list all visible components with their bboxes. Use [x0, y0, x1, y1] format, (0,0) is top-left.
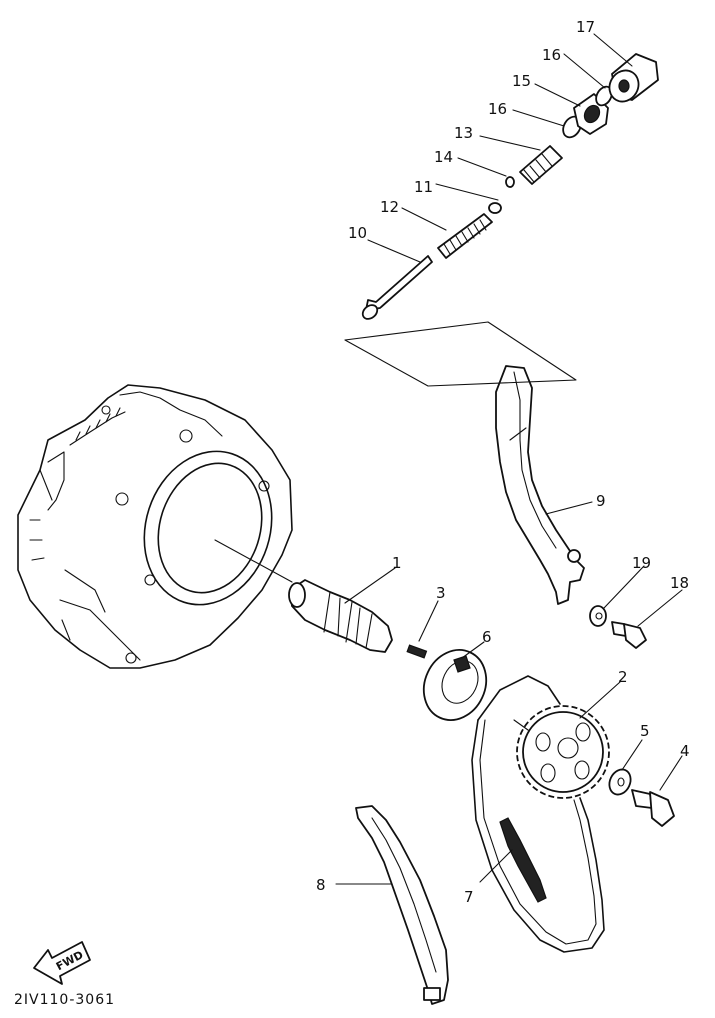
tensioner-rod — [361, 255, 433, 320]
callout-15: 15 — [512, 72, 531, 90]
assembly-reference-lines — [344, 321, 577, 387]
callout-1: 1 — [392, 554, 402, 572]
callout-3: 3 — [436, 584, 446, 602]
forward-direction-arrow: FWD — [33, 941, 91, 985]
tensioner-small-parts — [505, 145, 563, 188]
callout-19: 19 — [632, 554, 651, 572]
callout-13: 13 — [454, 124, 473, 142]
drawing-code: 2IV110-3061 — [14, 992, 115, 1008]
camshaft-sprocket-hub — [422, 649, 488, 721]
callout-5: 5 — [640, 722, 650, 740]
callout-4: 4 — [680, 742, 690, 760]
cam-sprocket — [516, 705, 610, 799]
cam-chain — [471, 675, 605, 953]
tensioner-bolt-washer — [589, 605, 647, 649]
callout-2: 2 — [618, 668, 628, 686]
callout-9: 9 — [596, 492, 606, 510]
camshaft — [214, 539, 428, 659]
callout-7: 7 — [464, 888, 474, 906]
callout-16-lower: 16 — [488, 100, 507, 118]
callout-8: 8 — [316, 876, 326, 894]
chain-tensioner-guide — [495, 365, 585, 605]
tensioner-cap-bolt — [608, 53, 659, 103]
callout-labels: 1 2 3 4 5 6 7 8 9 10 11 12 13 14 15 16 1… — [316, 18, 690, 906]
callout-17: 17 — [576, 18, 595, 36]
leader-lines — [335, 33, 683, 885]
callout-18: 18 — [670, 574, 689, 592]
tensioner-spring-small — [437, 202, 502, 259]
washer-and-bolt — [608, 768, 675, 827]
callout-6: 6 — [482, 628, 492, 646]
callout-12: 12 — [380, 198, 399, 216]
callout-14: 14 — [434, 148, 453, 166]
callout-10: 10 — [348, 224, 367, 242]
callout-16-upper: 16 — [542, 46, 561, 64]
callout-11: 11 — [414, 178, 433, 196]
chain-guide — [355, 805, 449, 1005]
cylinder-head — [17, 384, 293, 669]
